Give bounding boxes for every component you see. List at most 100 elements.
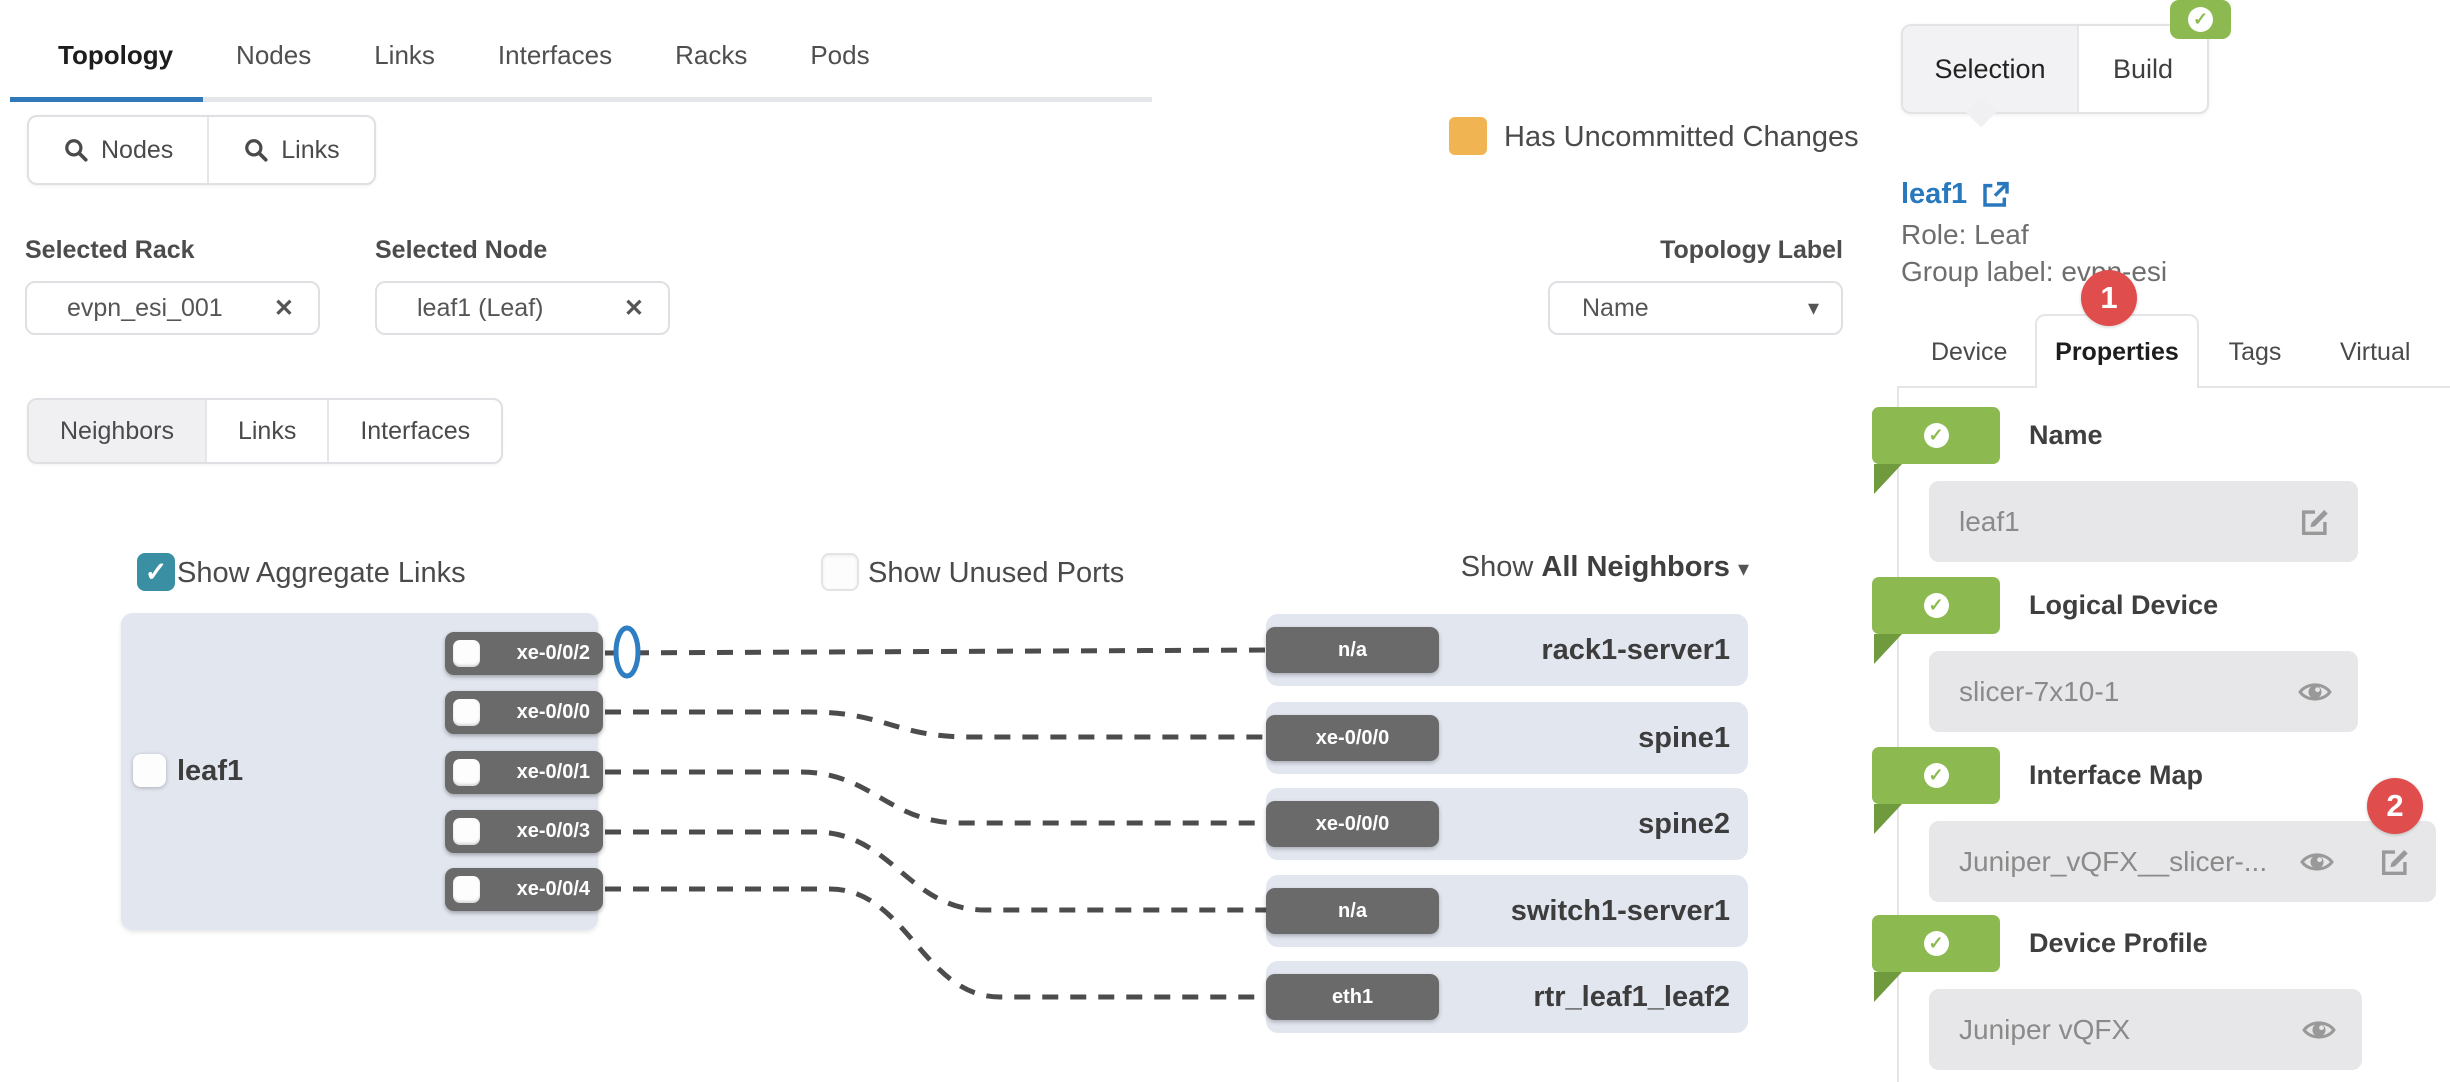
property-device-profile-value: Juniper vQFX [1959, 1014, 2131, 1045]
tab-build[interactable]: Build [2077, 26, 2207, 112]
property-name-label: Name [2029, 420, 2103, 450]
property-name-value: leaf1 [1959, 506, 2020, 537]
neighbor-name: spine1 [1638, 722, 1730, 754]
selected-rack-label: Selected Rack [25, 236, 195, 264]
property-logical-device-value: slicer-7x10-1 [1959, 676, 2120, 707]
node-role: Role: Leaf [1901, 219, 2029, 250]
view-tab-group: Neighbors Links Interfaces [27, 398, 504, 464]
tab-divider [10, 97, 1152, 102]
detail-tab-device[interactable]: Device [1931, 338, 2008, 366]
neighbor-port-badge: n/a [1266, 627, 1439, 673]
edit-icon[interactable] [2378, 845, 2412, 879]
search-links-button[interactable]: Links [207, 117, 373, 183]
search-icon [65, 139, 88, 162]
property-logical-device-field: slicer-7x10-1 [1929, 651, 2358, 732]
port-badge[interactable]: xe-0/0/2 [445, 632, 603, 675]
port-checkbox[interactable] [453, 640, 480, 667]
aggregate-links-label: Show Aggregate Links [177, 557, 466, 589]
property-interface-map-label: Interface Map [2029, 760, 2204, 790]
checkmark-icon: ✓ [1923, 593, 1949, 618]
port-badge[interactable]: xe-0/0/4 [445, 868, 603, 911]
topology-label-select[interactable]: Name ▾ [1548, 281, 1843, 335]
topology-links-canvas [604, 625, 1267, 1000]
port-badge[interactable]: xe-0/0/1 [445, 751, 603, 794]
tab-pods[interactable]: Pods [810, 40, 870, 70]
search-nodes-button[interactable]: Nodes [29, 117, 207, 183]
property-valid-ribbon: ✓ [1872, 577, 2000, 634]
port-badge[interactable]: xe-0/0/3 [445, 810, 603, 853]
selected-rack-chip[interactable]: evpn_esi_001 ✕ [25, 281, 320, 335]
link-line [605, 829, 1266, 913]
view-tab-neighbors[interactable]: Neighbors [29, 400, 205, 462]
ribbon-fold [1874, 634, 1902, 664]
link-line [605, 709, 1266, 740]
detail-tab-divider [2199, 386, 2450, 388]
search-links-label: Links [281, 135, 340, 164]
neighbor-port-badge: n/a [1266, 888, 1439, 934]
caret-down-icon: ▾ [1737, 556, 1749, 581]
tab-interfaces[interactable]: Interfaces [497, 40, 613, 70]
neighbor-row[interactable]: xe-0/0/0 spine1 [1266, 702, 1748, 774]
caret-down-icon: ▾ [1807, 295, 1819, 320]
search-button-group: Nodes Links [27, 115, 376, 185]
port-label: xe-0/0/4 [516, 878, 590, 900]
neighbor-row[interactable]: eth1 rtr_leaf1_leaf2 [1266, 961, 1748, 1033]
selected-node-link[interactable]: leaf1 [1901, 178, 2011, 211]
neighbor-port-badge: xe-0/0/0 [1266, 715, 1439, 761]
view-tab-links[interactable]: Links [204, 400, 327, 462]
neighbor-row[interactable]: n/a rack1-server1 [1266, 614, 1748, 686]
selected-node-value: leaf1 (Leaf) [417, 293, 544, 322]
neighbor-row[interactable]: n/a switch1-server1 [1266, 875, 1748, 947]
port-checkbox[interactable] [453, 818, 480, 845]
link-line [605, 886, 1266, 1000]
search-nodes-label: Nodes [101, 135, 174, 164]
ribbon-fold [1874, 464, 1902, 494]
port-checkbox[interactable] [453, 699, 480, 726]
checkmark-icon: ✓ [144, 556, 168, 587]
ribbon-fold [1874, 804, 1902, 834]
topology-label-value: Name [1582, 293, 1649, 322]
uncommitted-changes-swatch [1449, 117, 1487, 155]
port-checkbox[interactable] [453, 876, 480, 903]
eye-icon[interactable] [2300, 845, 2334, 879]
port-label: xe-0/0/2 [516, 642, 590, 664]
external-link-icon [1983, 181, 2009, 207]
show-neighbors-filter[interactable]: Show All Neighbors ▾ [1459, 551, 1749, 584]
tab-links[interactable]: Links [374, 40, 435, 70]
tab-topology[interactable]: Topology [58, 40, 174, 70]
edit-icon[interactable] [2298, 505, 2332, 539]
selected-rack-value: evpn_esi_001 [67, 293, 223, 322]
neighbor-row[interactable]: xe-0/0/0 spine2 [1266, 788, 1748, 860]
eye-icon[interactable] [2298, 675, 2332, 709]
checkmark-icon: ✓ [1923, 423, 1949, 448]
port-label: xe-0/0/0 [516, 701, 590, 723]
selected-node-chip[interactable]: leaf1 (Leaf) ✕ [375, 281, 670, 335]
leaf-node-name: leaf1 [177, 755, 244, 787]
neighbor-name: spine2 [1638, 808, 1730, 840]
topology-label-caption: Topology Label [1660, 236, 1843, 264]
detail-tab-tags[interactable]: Tags [2228, 338, 2282, 366]
port-badge[interactable]: xe-0/0/0 [445, 691, 603, 734]
show-value: All Neighbors [1541, 551, 1730, 583]
detail-tab-properties[interactable]: Properties [2035, 314, 2199, 388]
port-checkbox[interactable] [453, 759, 480, 786]
checkmark-icon: ✓ [2188, 7, 2213, 32]
tab-selection[interactable]: Selection [1903, 26, 2077, 112]
clear-node-icon[interactable]: ✕ [623, 294, 644, 322]
clear-rack-icon[interactable]: ✕ [273, 294, 294, 322]
port-label: xe-0/0/1 [516, 761, 590, 783]
neighbor-name: rack1-server1 [1541, 634, 1730, 666]
unused-ports-checkbox[interactable] [821, 553, 859, 591]
eye-icon[interactable] [2302, 1013, 2336, 1047]
property-valid-ribbon: ✓ [1872, 747, 2000, 804]
leaf-node-checkbox[interactable] [133, 754, 166, 787]
view-tab-interfaces[interactable]: Interfaces [327, 400, 501, 462]
property-valid-ribbon: ✓ [1872, 407, 2000, 464]
neighbor-port-badge: xe-0/0/0 [1266, 801, 1439, 847]
panel-left-border [1897, 388, 1899, 1082]
tab-racks[interactable]: Racks [675, 40, 748, 70]
detail-tab-virtual[interactable]: Virtual [2340, 338, 2411, 366]
aggregate-links-checkbox[interactable]: ✓ [137, 553, 175, 591]
tab-nodes[interactable]: Nodes [236, 40, 312, 70]
port-label: xe-0/0/3 [516, 820, 590, 842]
